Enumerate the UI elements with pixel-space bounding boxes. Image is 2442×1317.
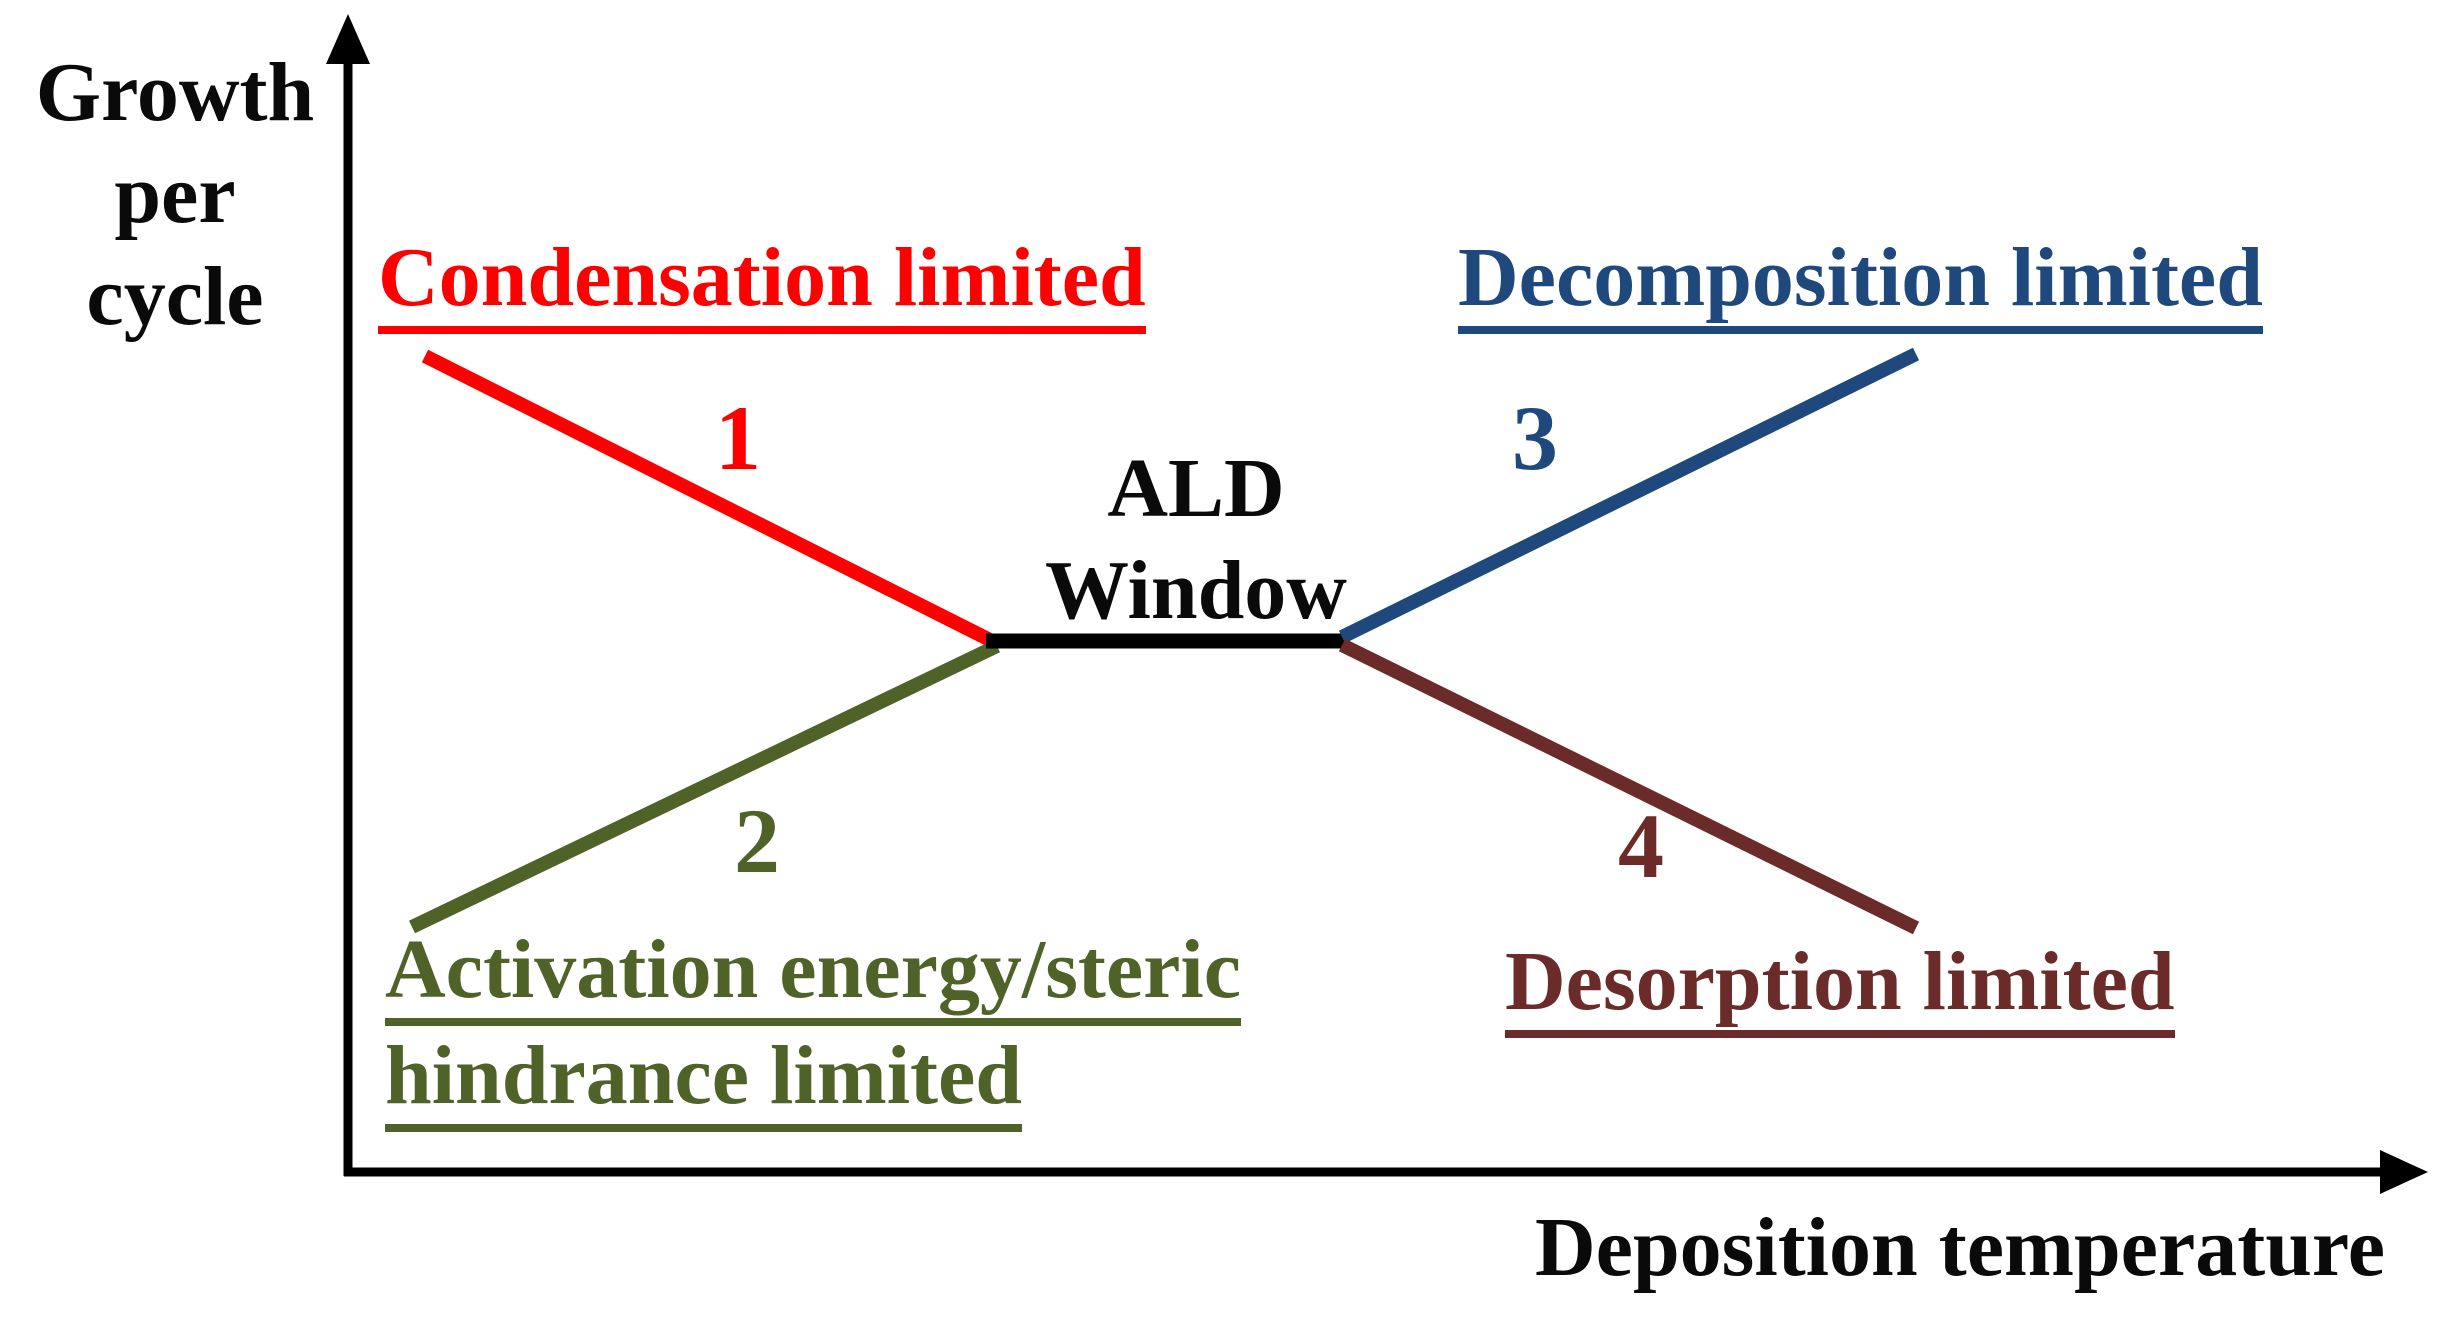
regime-number-2: 2 <box>734 790 780 892</box>
regime-number-1: 1 <box>715 387 761 489</box>
ald-window-label: ALD Window <box>1040 438 1352 642</box>
x-axis-label: Deposition temperature <box>1535 1201 2385 1294</box>
condensation-limited-line <box>421 349 996 648</box>
activation-energy-limited-label: Activation energy/steric hindrance limit… <box>385 928 1242 1140</box>
activation-energy-limited-label-line1: Activation energy/steric <box>385 928 1242 1026</box>
activation-energy-limited-label-line2: hindrance limited <box>385 1034 1023 1132</box>
activation-energy-limited-line <box>408 639 1001 934</box>
y-axis-label-line1: Growth <box>35 46 315 139</box>
y-axis-label-line2: per <box>114 148 236 241</box>
decomposition-limited-label: Decomposition limited <box>1458 236 2263 334</box>
desorption-limited-line <box>1338 638 1920 935</box>
desorption-limited-label: Desorption limited <box>1505 940 2175 1038</box>
regime-number-4: 4 <box>1618 795 1664 897</box>
decomposition-limited-line <box>1338 347 1920 644</box>
y-axis-label-line3: cycle <box>86 250 264 343</box>
y-axis-label: Growth per cycle <box>25 42 325 348</box>
ald-window-label-line1: ALD <box>1107 442 1285 535</box>
ald-window-label-line2: Window <box>1045 544 1347 637</box>
y-axis-arrowhead-icon <box>326 14 370 64</box>
regime-number-3: 3 <box>1512 387 1558 489</box>
condensation-limited-label: Condensation limited <box>378 236 1146 334</box>
x-axis-arrowhead-icon <box>2380 1150 2428 1194</box>
